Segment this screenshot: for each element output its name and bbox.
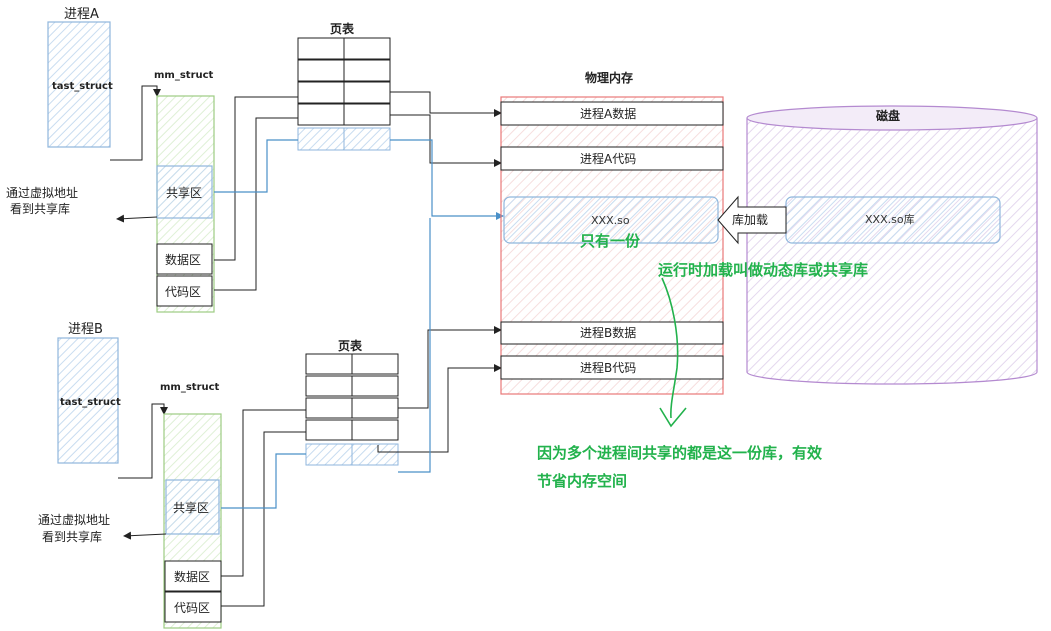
process-b-page-table [305,353,399,466]
page-table-cell [297,81,345,104]
library-load-arrow: 库加载 [717,195,787,245]
process-a-pt-to-data [390,91,502,117]
page-table-shared-cell [351,443,399,466]
process-b-code-area [164,591,222,623]
process-b-data-area-label: 数据区 [174,569,210,584]
process-a-shared-to-pt [214,139,298,193]
annotation-curve-arrow [661,277,679,419]
process-b-data-area [164,560,222,592]
annotation-saving-line1: 因为多个进程间共享的都是这一份库，有效 [537,444,823,462]
page-table-cell [305,419,353,441]
process-b-task-struct-box [57,337,119,464]
page-table-cell [305,353,353,375]
page-table-cell [343,81,391,104]
page-table-shared-cell [343,127,391,151]
process-b-page-table-title: 页表 [338,338,363,353]
process-b-virtual-note-line1: 通过虚拟地址 [38,513,110,527]
annotation-only-one: 只有一份 [580,232,641,250]
process-b-virtual-note-line2: 看到共享库 [42,529,102,544]
process-a-code-area [156,275,213,307]
process-a-data-to-pt [214,96,298,261]
disk-title: 磁盘 [875,108,900,123]
pm-row-a-code-label: 进程A代码 [580,151,636,166]
disk-top [746,105,1038,131]
page-table-cell [305,375,353,397]
physical-memory-group: 物理内存 进程A数据 进程A代码 XXX.so 进程B数据 进程B代码 [500,70,724,395]
process-a-virtual-arrow [116,214,158,223]
load-arrow-shape [717,195,787,245]
page-table-shared-cell [297,127,345,151]
process-b-pt-to-data [398,326,502,409]
pm-row-a-data [500,101,724,126]
process-b-group: 进程B tast_struct mm_struct 共享区 数据区 代码区 通过… [38,218,502,629]
physical-memory-title: 物理内存 [585,70,633,85]
pm-row-b-code-label: 进程B代码 [580,360,636,375]
annotation-saving-line2: 节省内存空间 [537,472,627,490]
process-a-page-table-title: 页表 [330,21,355,36]
pm-row-a-code [500,146,724,171]
page-table-cell [351,353,399,375]
process-b-code-to-pt [221,431,306,607]
process-b-task-struct-label: tast_struct [60,397,121,408]
annotation-arrowhead [659,407,687,428]
process-a-pt-to-so [390,139,504,220]
process-b-shared-to-pt [221,453,306,509]
process-b-shared-area-label: 共享区 [173,500,209,515]
page-table-cell [343,103,391,126]
process-a-pt-to-code [390,114,502,167]
process-a-task-struct-label: tast_struct [52,81,113,92]
pm-row-b-data [500,321,724,345]
process-b-code-area-label: 代码区 [174,601,210,615]
process-a-shared-area [156,165,213,219]
process-b-shared-area [165,479,220,535]
disk-body [746,118,1038,385]
page-table-cell [351,397,399,419]
process-b-data-to-pt [221,409,306,577]
process-b-title: 进程B [68,322,103,337]
process-a-task-to-mm-arrow [110,85,161,161]
process-a-task-struct-box [47,21,111,148]
process-a-virtual-note-line2: 看到共享库 [10,201,70,216]
page-table-cell [343,37,391,60]
process-a-code-to-pt [214,117,298,291]
process-a-data-area-label: 数据区 [165,252,201,267]
process-a-shared-area-label: 共享区 [166,185,202,200]
process-b-virtual-arrow [123,531,167,540]
page-table-cell [305,397,353,419]
process-a-title: 进程A [64,7,99,22]
page-table-cell [297,103,345,126]
pm-row-b-code [500,355,724,380]
annotation-runtime-load: 运行时加载叫做动态库或共享库 [658,261,868,279]
process-a-mm-struct-label: mm_struct [154,70,214,81]
pm-row-a-data-label: 进程A数据 [580,106,636,121]
process-a-group: 进程A tast_struct mm_struct 共享区 数据区 代码区 通过… [6,7,504,313]
pm-row-b-data-label: 进程B数据 [580,325,636,340]
process-b-pt-to-so [398,218,431,473]
process-a-page-table [297,37,391,151]
annotations-group: 只有一份 运行时加载叫做动态库或共享库 因为多个进程间共享的都是这一份库，有效 … [537,232,868,490]
disk-group: 磁盘 XXX.so库 [746,105,1038,385]
process-a-data-area [156,243,213,275]
disk-library-label: XXX.so库 [865,213,915,226]
page-table-cell [351,375,399,397]
page-table-cell [297,59,345,82]
page-table-shared-cell [305,443,353,466]
page-table-cell [297,37,345,60]
process-b-mm-struct-label: mm_struct [160,382,220,393]
load-arrow-label: 库加载 [732,212,768,227]
page-table-cell [343,59,391,82]
process-a-code-area-label: 代码区 [165,285,201,299]
process-b-task-to-mm-arrow [118,403,168,479]
process-b-pt-to-code [377,364,502,453]
pm-shared-lib-label: XXX.so [591,214,630,227]
page-table-cell [351,419,399,441]
process-a-virtual-note-line1: 通过虚拟地址 [6,186,78,200]
